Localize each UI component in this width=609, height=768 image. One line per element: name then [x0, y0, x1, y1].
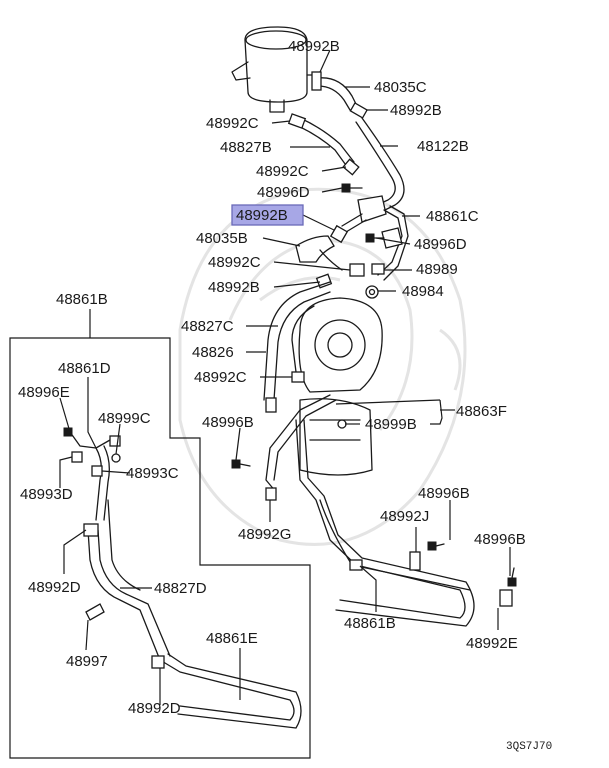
clamp-48992B-lower: [349, 559, 363, 571]
label-48827C[interactable]: 48827C: [181, 318, 234, 335]
label-48996B-2[interactable]: 48996B: [418, 485, 470, 502]
hose-48035C: [317, 77, 359, 109]
pipe-48122B: [361, 117, 405, 216]
pipe-48861C: [341, 195, 409, 281]
label-48992B-highlighted[interactable]: 48992B: [236, 207, 288, 224]
inset-box: [9, 337, 311, 759]
label-48992C-1[interactable]: 48992C: [206, 115, 259, 132]
watermark-emblem: [178, 187, 467, 546]
label-48992D-2[interactable]: 48992D: [128, 700, 181, 717]
label-48861B-top[interactable]: 48861B: [56, 291, 108, 308]
label-48992C-4[interactable]: 48992C: [194, 369, 247, 386]
clamp-48992C-1: [287, 113, 307, 129]
label-48863F[interactable]: 48863F: [456, 403, 507, 420]
clamp-48992J: [409, 551, 421, 571]
washer-48989: [371, 263, 385, 275]
label-48996E[interactable]: 48996E: [18, 384, 70, 401]
clamp-48992C-3: [349, 263, 365, 277]
label-48996B-3[interactable]: 48996B: [474, 531, 526, 548]
pipe-48863F: [265, 394, 475, 627]
clamp-48992G: [265, 487, 277, 501]
drawing-code: 3QS7J70: [506, 741, 552, 753]
label-48993D[interactable]: 48993D: [20, 486, 73, 503]
washer-48984: [365, 285, 379, 299]
label-48999B[interactable]: 48999B: [365, 416, 417, 433]
label-48992C-3[interactable]: 48992C: [208, 254, 261, 271]
reservoir: [231, 26, 316, 113]
label-48997[interactable]: 48997: [66, 653, 108, 670]
inset-pipe-48861D: [63, 427, 121, 521]
label-48122B[interactable]: 48122B: [417, 138, 469, 155]
label-48992B-top[interactable]: 48992B: [288, 38, 340, 55]
label-48861D[interactable]: 48861D: [58, 360, 111, 377]
inset-clamp-48992D-1: [83, 523, 99, 537]
hose-48827C: [263, 281, 331, 401]
label-48861C[interactable]: 48861C: [426, 208, 479, 225]
hose-48035B: [295, 235, 335, 263]
label-48992B-2[interactable]: 48992B: [390, 102, 442, 119]
clamp-48992E: [499, 589, 513, 607]
bolt-48996D-1: [341, 183, 363, 193]
label-48992B-3[interactable]: 48992B: [208, 279, 260, 296]
label-48992C-2[interactable]: 48992C: [256, 163, 309, 180]
label-48992J[interactable]: 48992J: [380, 508, 429, 525]
inset-clamp-48993D: [71, 451, 83, 463]
clamp-48992B-2: [349, 102, 368, 119]
bolt-48996B-3: [507, 567, 517, 587]
clamp-48992C-4: [291, 371, 305, 383]
pipe-48826: [291, 305, 315, 373]
inset-clamp-48992D-2: [151, 655, 165, 669]
clamp-48992B-3: [315, 273, 333, 289]
label-48992E[interactable]: 48992E: [466, 635, 518, 652]
inset-washer-48999C: [111, 453, 121, 463]
label-48035C[interactable]: 48035C: [374, 79, 427, 96]
part-labels: 48992B 48035C 48992B 48992C 48827B 48122…: [18, 38, 526, 717]
label-48996B-1[interactable]: 48996B: [202, 414, 254, 431]
clamp-48992B-highlighted: [329, 224, 349, 244]
bolt-48996B-2: [427, 541, 445, 551]
inset-pipe-48861E: [159, 653, 302, 729]
label-48992G[interactable]: 48992G: [238, 526, 291, 543]
label-48996D-1[interactable]: 48996D: [257, 184, 310, 201]
label-48999C[interactable]: 48999C: [98, 410, 151, 427]
inset-bolt-48997: [85, 603, 105, 621]
label-48861E[interactable]: 48861E: [206, 630, 258, 647]
label-48827D[interactable]: 48827D: [154, 580, 207, 597]
washer-48999B: [337, 419, 347, 429]
inset-clamp-48993C: [91, 465, 103, 477]
leader-lines: [59, 49, 511, 705]
bolt-48996D-2: [365, 233, 385, 243]
power-steering-pump: [298, 297, 383, 476]
label-48996D-2[interactable]: 48996D: [414, 236, 467, 253]
highlight-box: [231, 204, 304, 226]
label-48993C[interactable]: 48993C: [126, 465, 179, 482]
label-48826[interactable]: 48826: [192, 344, 234, 361]
clamp-48992B-top: [311, 71, 322, 91]
label-48992D-1[interactable]: 48992D: [28, 579, 81, 596]
clamp-48992C-2: [342, 158, 360, 176]
label-48984[interactable]: 48984: [402, 283, 444, 300]
bolt-48996B-1: [231, 459, 251, 469]
label-48035B[interactable]: 48035B: [196, 230, 248, 247]
label-48989[interactable]: 48989: [416, 261, 458, 278]
label-48861B-bottom[interactable]: 48861B: [344, 615, 396, 632]
label-48827B[interactable]: 48827B: [220, 139, 272, 156]
